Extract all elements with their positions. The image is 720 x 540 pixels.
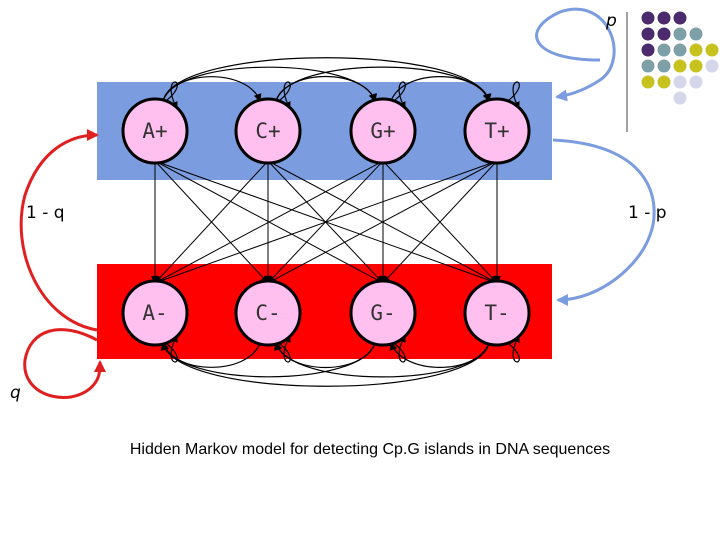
grid-dot (673, 27, 687, 41)
grid-dot (657, 75, 671, 89)
state-nodes: A+ C+ G+ T+ A- C- G- T- (121, 97, 531, 347)
state-plus-1: C+ (234, 97, 302, 165)
grid-dot (689, 75, 703, 89)
transition-2-to-0 (154, 160, 384, 284)
state-minus-1-circle (234, 279, 302, 347)
p-self-loop-arrow (535, 7, 616, 102)
minus-self-loop-1 (275, 334, 291, 363)
plus-self-loop-1 (275, 81, 291, 110)
minus-self-loop-2 (390, 334, 406, 363)
state-minus-1: C- (234, 279, 302, 347)
state-plus-2-label: G+ (370, 119, 395, 143)
grid-dot (705, 43, 719, 57)
transition-3-to-2 (382, 160, 498, 284)
q-self-loop-arrow (23, 328, 106, 399)
plus-self-loop-3 (504, 81, 520, 110)
q-label: q (10, 383, 21, 403)
one-minus-q-arrow (19, 129, 99, 332)
state-minus-3: T- (463, 279, 531, 347)
grid-dot (657, 27, 671, 41)
state-minus-2: G- (349, 279, 417, 347)
p-label: p (605, 11, 617, 31)
grid-dot (641, 43, 655, 57)
state-plus-2-circle (349, 97, 417, 165)
grid-dot (673, 43, 687, 57)
state-minus-3-circle (463, 279, 531, 347)
grid-dot (657, 11, 671, 25)
state-minus-0: A- (121, 279, 189, 347)
transition-3-to-0 (154, 160, 498, 285)
state-plus-3-label: T+ (484, 119, 509, 143)
transition-3-to-1 (267, 160, 498, 284)
state-plus-1-circle (234, 97, 302, 165)
grid-dot (657, 43, 671, 57)
one-minus-p-arrow (552, 138, 656, 306)
diagram-caption: Hidden Markov model for detecting Cp.G i… (129, 441, 611, 458)
grid-dot (641, 27, 655, 41)
grid-dot (705, 59, 719, 73)
state-minus-2-circle (349, 279, 417, 347)
grid-dot (673, 59, 687, 73)
plus-row-arc-2 (162, 57, 492, 102)
state-plus-3-circle (463, 97, 531, 165)
grid-dot (673, 91, 687, 105)
state-minus-0-circle (121, 279, 189, 347)
state-plus-0: A+ (121, 97, 189, 165)
grid-dot (673, 75, 687, 89)
state-minus-0-label: A- (142, 301, 167, 325)
state-minus-3-label: T- (484, 301, 509, 325)
grid-dot (641, 75, 655, 89)
state-plus-2: G+ (349, 97, 417, 165)
grid-dot (657, 59, 671, 73)
minus-row-arc-2 (160, 342, 490, 387)
one-minus-q-label: 1 - q (26, 203, 65, 223)
plus-self-loop-2 (390, 81, 406, 110)
state-plus-0-circle (121, 97, 189, 165)
decorative-dot-grid (641, 11, 719, 105)
grid-dot (689, 27, 703, 41)
plus-row-arc-5 (390, 75, 491, 102)
state-minus-2-label: G- (370, 301, 395, 325)
state-plus-0-label: A+ (142, 119, 167, 143)
one-minus-p-label: 1 - p (628, 203, 667, 223)
grid-dot (689, 59, 703, 73)
state-plus-1-label: C+ (255, 119, 280, 143)
plus-self-loop-0 (162, 81, 178, 110)
minus-self-loop-0 (162, 334, 178, 363)
transition-1-to-0 (154, 160, 269, 284)
grid-dot (673, 11, 687, 25)
minus-row-arc-5 (389, 342, 490, 369)
grid-dot (641, 59, 655, 73)
minus-self-loop-3 (504, 334, 520, 363)
state-plus-3: T+ (463, 97, 531, 165)
grid-dot (689, 43, 703, 57)
grid-dot (641, 11, 655, 25)
state-minus-1-label: C- (255, 301, 280, 325)
transition-edges (151, 57, 520, 387)
